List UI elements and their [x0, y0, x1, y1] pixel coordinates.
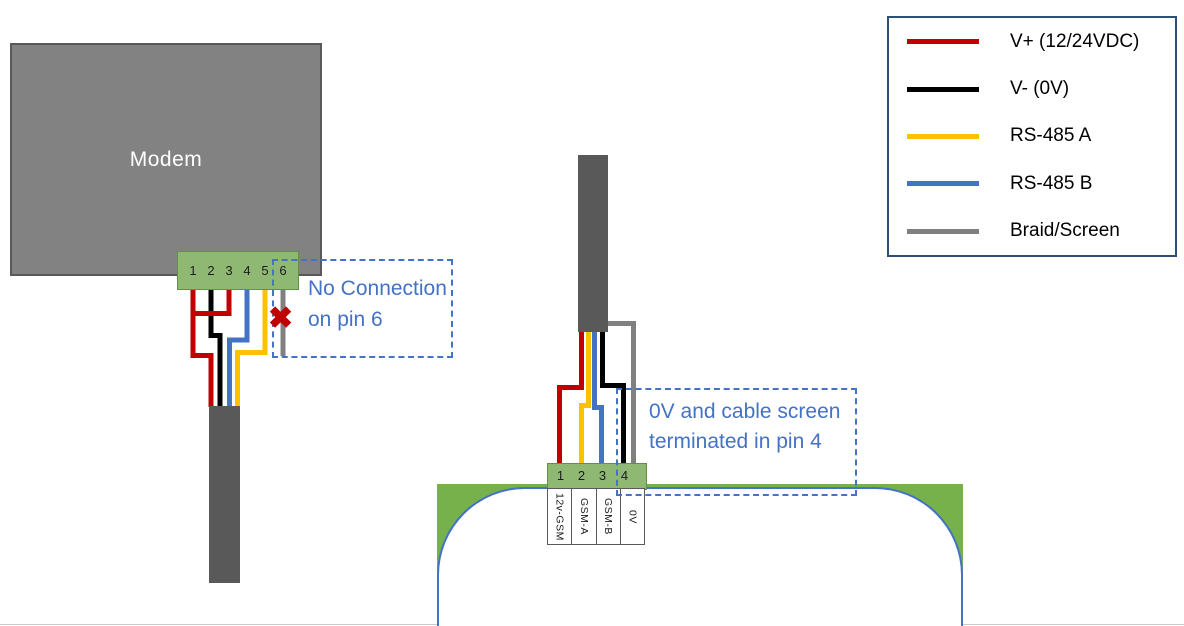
rs485a-wire-swatch: [907, 133, 979, 139]
device-rounded-housing: [437, 487, 963, 626]
wire-color-legend: V+ (12/24VDC) V- (0V) RS-485 A RS-485 B …: [887, 16, 1177, 257]
no-connection-callout: No Connection on pin 6: [272, 259, 453, 358]
legend-label-braid: Braid/Screen: [1010, 220, 1120, 242]
legend-item-rs485a: RS-485 A: [889, 125, 1175, 147]
termination-line1: 0V and cable screen: [649, 400, 841, 423]
modem-pin-2: 2: [207, 263, 215, 278]
legend-item-rs485b: RS-485 B: [889, 173, 1175, 195]
modem-pin-4: 4: [243, 263, 251, 278]
no-connection-text: No Connection on pin 6: [308, 273, 447, 335]
wire-rs485b-modem: [227, 288, 250, 407]
termination-line2: terminated in pin 4: [649, 430, 822, 453]
cable-sheath-modem: [209, 406, 240, 583]
pin-label-0v: 0V: [626, 509, 639, 524]
pin-label-12v-gsm: 12v-GSM: [548, 489, 573, 544]
termination-text: 0V and cable screen terminated in pin 4: [649, 397, 840, 457]
legend-label-vminus: V- (0V): [1010, 78, 1070, 100]
legend-label-rs485a: RS-485 A: [1010, 125, 1092, 147]
legend-label-rs485b: RS-485 B: [1010, 172, 1093, 194]
wire-vminus-device: [600, 332, 626, 464]
no-connection-x-icon: ✖: [268, 302, 294, 335]
pin-label-gsm-b: GSM-B: [597, 489, 621, 544]
cable-sheath-device: [578, 155, 608, 332]
wire-vplus-modem: [190, 288, 214, 407]
wire-vplus-device: [557, 332, 584, 464]
modem-terminal-block: 1 2 3 4 5 6: [177, 251, 299, 290]
wire-rs485a-modem: [235, 288, 268, 407]
rs485b-wire-swatch: [907, 181, 979, 187]
modem-terminal-pin-row: 1 2 3 4 5 6: [178, 263, 298, 278]
device-pin-1: 1: [556, 468, 565, 483]
device-body: [437, 484, 963, 626]
modem-pin-3: 3: [225, 263, 233, 278]
legend-item-vplus: V+ (12/24VDC): [889, 31, 1175, 53]
modem-pin-5: 5: [261, 263, 269, 278]
wire-rs485a-device: [579, 332, 591, 464]
wire-rs485b-device: [592, 332, 604, 464]
legend-label-vplus: V+ (12/24VDC): [1010, 30, 1140, 52]
wire-braid-device: [608, 321, 636, 464]
device-pin-3: 3: [598, 468, 607, 483]
device-pin-2: 2: [577, 468, 586, 483]
no-connection-line2: on pin 6: [308, 308, 383, 331]
modem-pin-1: 1: [189, 263, 197, 278]
modem-box: Modem: [10, 43, 322, 276]
legend-item-braid: Braid/Screen: [889, 220, 1175, 242]
modem-label: Modem: [129, 147, 203, 171]
legend-item-vminus: V- (0V): [889, 78, 1175, 100]
vminus-wire-swatch: [907, 86, 979, 92]
braid-wire-swatch: [907, 228, 979, 234]
device-pin-4: 4: [620, 468, 629, 483]
no-connection-line1: No Connection: [308, 277, 447, 300]
device-pin-label-strip: 12v-GSM GSM-A GSM-B 0V: [547, 488, 645, 545]
termination-callout: 0V and cable screen terminated in pin 4: [616, 388, 857, 496]
wire-vplus-jumper-pin3: [190, 288, 232, 316]
modem-pin-6: 6: [279, 263, 287, 278]
pin-label-gsm-a: GSM-A: [572, 489, 597, 544]
vplus-wire-swatch: [907, 39, 979, 45]
